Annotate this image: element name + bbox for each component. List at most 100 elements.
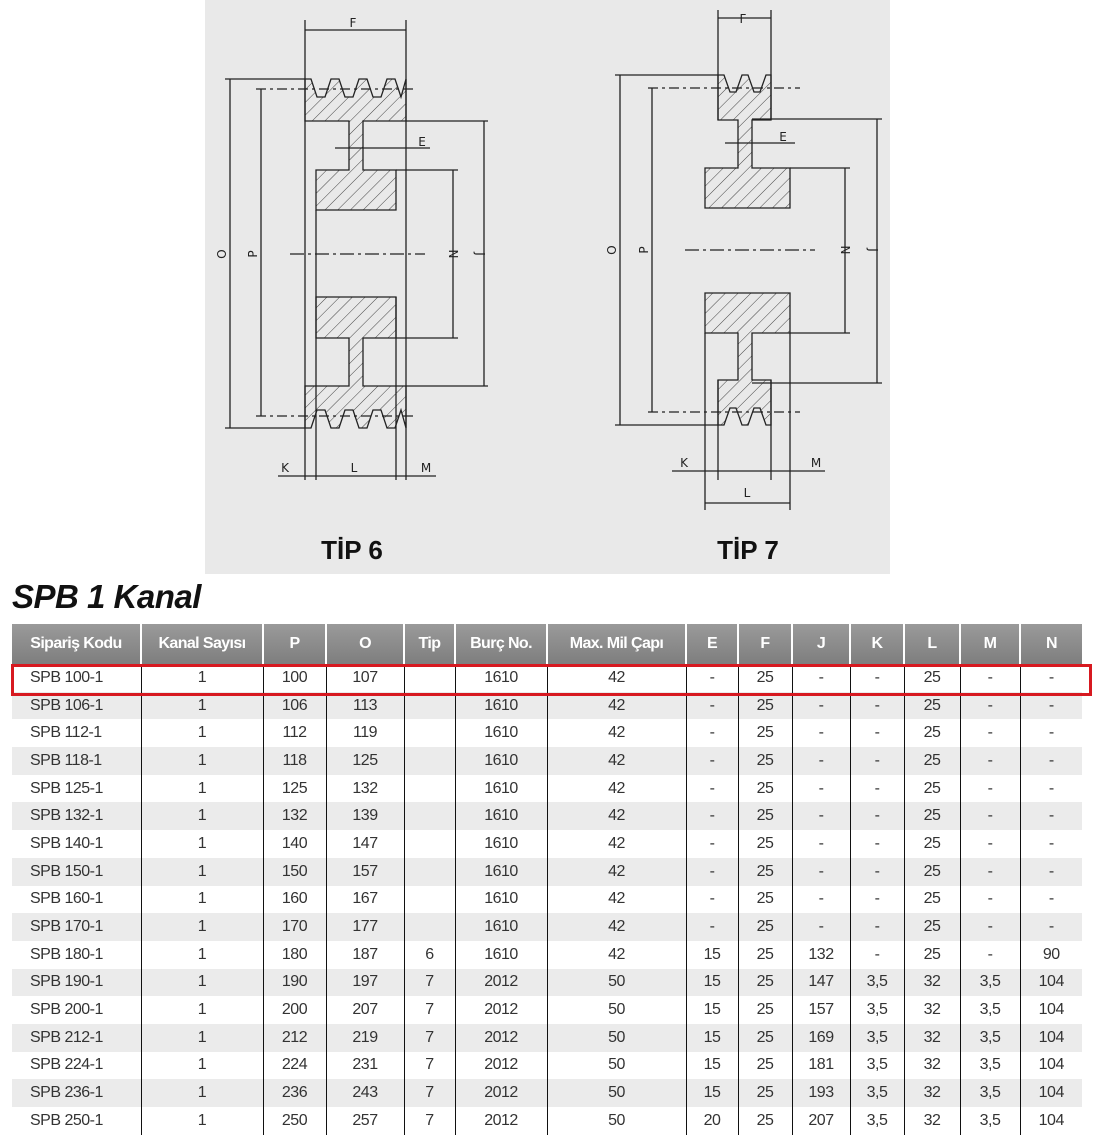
table-cell xyxy=(403,664,455,692)
table-cell: 7 xyxy=(403,968,455,997)
table-cell: SPB 140-1 xyxy=(30,834,103,852)
table-cell: SPB 170-1 xyxy=(12,913,141,941)
column-header: N xyxy=(1019,624,1082,664)
table-cell: - xyxy=(1019,774,1082,803)
table-cell: 2012 xyxy=(454,996,547,1024)
table-cell: - xyxy=(791,691,850,720)
table-cell: 3,5 xyxy=(959,996,1020,1024)
table-cell: 15 xyxy=(685,1023,738,1052)
table-cell: 197 xyxy=(325,968,404,997)
table-cell: 2012 xyxy=(454,1079,547,1107)
table-cell: 25 xyxy=(903,719,960,748)
table-cell: 1610 xyxy=(454,830,547,858)
table-cell: - xyxy=(849,913,904,941)
table-cell: 1 xyxy=(140,691,263,720)
table-cell: - xyxy=(685,830,738,858)
table-cell: 1 xyxy=(140,664,263,692)
table-cell: 32 xyxy=(903,1051,960,1080)
table-cell: - xyxy=(849,802,904,831)
table-cell: 180 xyxy=(262,940,326,969)
dim-label-l: L xyxy=(744,486,751,500)
table-cell: 1610 xyxy=(454,940,547,969)
table-cell: SPB 125-1 xyxy=(30,779,103,797)
table-cell: SPB 190-1 xyxy=(12,968,141,997)
table-cell: 20 xyxy=(685,1107,738,1135)
tip6-caption: TİP 6 xyxy=(321,535,383,565)
table-cell: - xyxy=(959,691,1020,720)
table-cell: 132 xyxy=(262,802,326,831)
table-cell: 25 xyxy=(737,774,792,803)
tip7-labels: F E O P N J K L M xyxy=(605,12,880,500)
table-cell: - xyxy=(959,940,1020,969)
table-cell: 243 xyxy=(325,1079,404,1107)
table-cell: 7 xyxy=(403,1023,455,1052)
table-cell: 1 xyxy=(140,913,263,941)
section-title: SPB 1 Kanal xyxy=(12,578,201,615)
dim-label-o: O xyxy=(605,245,619,254)
table-cell: - xyxy=(849,885,904,914)
table-cell: 132 xyxy=(791,940,850,969)
table-cell: 1610 xyxy=(454,691,547,720)
table-cell: 32 xyxy=(903,1079,960,1107)
table-cell: 107 xyxy=(325,664,404,692)
table-cell xyxy=(403,691,455,720)
table-cell: 32 xyxy=(903,1107,960,1135)
table-cell: 7 xyxy=(403,1051,455,1080)
table-cell: 50 xyxy=(546,1107,686,1135)
table-cell: SPB 236-1 xyxy=(12,1079,141,1107)
table-cell xyxy=(403,747,455,775)
table-cell: 3,5 xyxy=(959,1051,1020,1080)
table-cell: 15 xyxy=(685,1051,738,1080)
table-cell: 1 xyxy=(140,885,263,914)
table-cell: 1610 xyxy=(454,802,547,831)
dim-label-p: P xyxy=(246,250,260,257)
table-cell xyxy=(403,802,455,831)
table-cell: 207 xyxy=(325,996,404,1024)
table-cell: 106 xyxy=(262,691,326,720)
table-cell: 1 xyxy=(140,1023,263,1052)
table-cell: 1 xyxy=(140,968,263,997)
table-cell: 2012 xyxy=(454,1107,547,1135)
table-cell: 25 xyxy=(903,747,960,775)
table-cell: SPB 100-1 xyxy=(30,668,103,686)
table-cell: - xyxy=(685,664,738,692)
table-cell: - xyxy=(685,857,738,886)
table-cell: 3,5 xyxy=(849,996,904,1024)
table-cell: 25 xyxy=(737,1051,792,1080)
table-cell: - xyxy=(849,664,904,692)
table-cell: 1610 xyxy=(454,857,547,886)
table-cell: 25 xyxy=(737,719,792,748)
table-cell: 3,5 xyxy=(959,1023,1020,1052)
table-cell: 25 xyxy=(903,857,960,886)
table-cell: 3,5 xyxy=(849,1051,904,1080)
table-cell: 219 xyxy=(325,1023,404,1052)
dim-label-n: N xyxy=(838,246,852,255)
dim-label-m: M xyxy=(421,461,431,475)
table-cell: 1610 xyxy=(454,719,547,748)
dim-label-f: F xyxy=(350,16,357,30)
table-cell: 250 xyxy=(262,1107,326,1135)
table-cell: SPB 132-1 xyxy=(12,802,141,831)
table-cell: 104 xyxy=(1019,968,1082,997)
table-cell: 139 xyxy=(325,802,404,831)
table-cell xyxy=(403,913,455,941)
column-header: Tip xyxy=(403,624,455,664)
table-cell: 32 xyxy=(903,968,960,997)
table-cell: - xyxy=(685,774,738,803)
table-cell: 32 xyxy=(903,1023,960,1052)
table-cell: - xyxy=(791,747,850,775)
table-cell xyxy=(403,885,455,914)
table-cell: 1610 xyxy=(454,774,547,803)
table-cell: 25 xyxy=(737,830,792,858)
table-cell: - xyxy=(685,885,738,914)
table-cell: 42 xyxy=(546,913,686,941)
table-cell: 2012 xyxy=(454,968,547,997)
column-header: E xyxy=(685,624,738,664)
table-cell: 25 xyxy=(737,968,792,997)
table-cell: 104 xyxy=(1019,1079,1082,1107)
tip6-labels: F E O P N J K L M xyxy=(215,16,487,475)
